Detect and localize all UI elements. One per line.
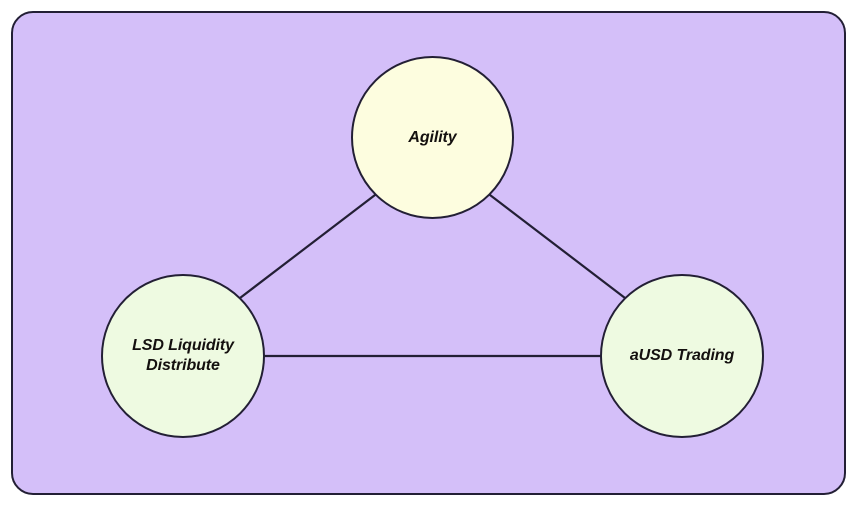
node-agility-label: Agility (408, 128, 457, 146)
node-ausd-trading[interactable]: aUSD Trading (600, 274, 764, 438)
edge-agility-to-ausd (488, 193, 627, 300)
node-agility[interactable]: Agility (351, 56, 514, 219)
diagram-frame: Agility LSD Liquidity Distribute aUSD Tr… (11, 11, 846, 495)
node-ausd-trading-label: aUSD Trading (629, 347, 735, 364)
edge-lsd-to-agility (238, 193, 377, 300)
node-lsd-liquidity-distribute-label: LSD Liquidity Distribute (132, 337, 234, 374)
node-lsd-liquidity-distribute[interactable]: LSD Liquidity Distribute (101, 274, 265, 438)
